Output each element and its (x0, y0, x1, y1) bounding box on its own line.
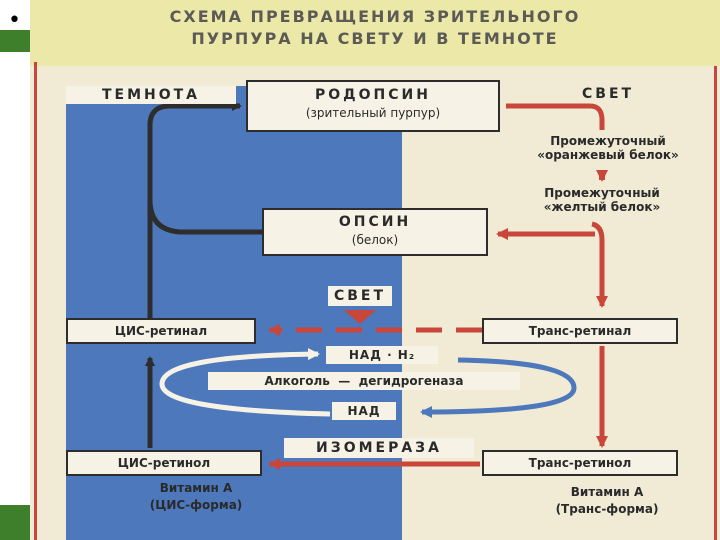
slide-left-margin: • (0, 0, 34, 540)
arrow-nad-cycle-white (159, 348, 331, 417)
arrow-layer (145, 101, 608, 470)
trans-retinal-box: Транс-ретинал (482, 318, 678, 344)
alcohol-dehydrogenase-label: Алкоголь — дегидрогеназа (208, 372, 520, 390)
vitamin-a-trans-line-1: Витамин А (570, 485, 644, 499)
trans-retinol-box: Транс-ретинол (482, 450, 678, 476)
nad-h2-label: НАД · Н₂ (326, 346, 438, 364)
vitamin-a-trans: Витамин А (Транс-форма) (532, 484, 682, 518)
arrow-yellow-to-trans-retinal (591, 221, 608, 308)
arrow-opsin-to-rhodopsin (147, 199, 262, 235)
rhodopsin-subtitle: (зрительный пурпур) (305, 106, 441, 120)
label-light-mid: СВЕТ (328, 286, 392, 306)
label-darkness: ТЕМНОТА (66, 86, 236, 104)
cis-retinal-box: ЦИС-ретинал (66, 318, 256, 344)
intermediate-orange-line-2: «оранжевый белок» (537, 148, 679, 162)
intermediate-yellow-line-1: Промежуточный (544, 186, 660, 200)
cis-retinol-box: ЦИС-ретинол (66, 450, 262, 476)
vitamin-a-trans-line-2: (Транс-форма) (555, 502, 659, 516)
slide-bullet: • (8, 8, 21, 33)
rhodopsin-name: РОДОПСИН (315, 87, 431, 103)
rhodopsin-box: РОДОПСИН (зрительный пурпур) (246, 80, 500, 132)
diagram-title: СХЕМА ПРЕВРАЩЕНИЯ ЗРИТЕЛЬНОГО ПУРПУРА НА… (30, 6, 720, 50)
arrow-cis-retinal-to-rhodopsin (147, 101, 242, 318)
arrow-nad-cycle-blue (420, 357, 577, 418)
title-line-2: ПУРПУРА НА СВЕТУ И В ТЕМНОТЕ (191, 29, 559, 48)
vitamin-a-cis: Витамин А (ЦИС-форма) (126, 480, 266, 514)
intermediate-orange-protein: Промежуточный «оранжевый белок» (522, 134, 694, 162)
opsin-box: ОПСИН (белок) (262, 208, 488, 256)
isomerase-label: ИЗОМЕРАЗА (284, 438, 474, 458)
arrow-rhodopsin-light (506, 103, 605, 130)
slide-accent-bar-top (0, 30, 30, 52)
intermediate-yellow-protein: Промежуточный «желтый белок» (516, 186, 688, 214)
poster-border-left (34, 62, 37, 540)
poster-border-right (714, 66, 717, 540)
light-triangle-icon (344, 310, 376, 324)
title-line-1: СХЕМА ПРЕВРАЩЕНИЯ ЗРИТЕЛЬНОГО (169, 7, 581, 26)
intermediate-yellow-line-2: «желтый белок» (543, 200, 661, 214)
intermediate-orange-line-1: Промежуточный (550, 134, 666, 148)
vitamin-a-cis-line-1: Витамин А (159, 481, 233, 495)
title-band (30, 0, 720, 66)
slide-accent-bar-bottom (0, 505, 30, 540)
opsin-subtitle: (белок) (351, 233, 399, 247)
opsin-name: ОПСИН (338, 214, 412, 230)
label-light-top: СВЕТ (582, 86, 635, 102)
vitamin-a-cis-line-2: (ЦИС-форма) (149, 498, 243, 512)
nad-label: НАД (332, 402, 396, 420)
diagram-poster: СХЕМА ПРЕВРАЩЕНИЯ ЗРИТЕЛЬНОГО ПУРПУРА НА… (30, 0, 720, 540)
